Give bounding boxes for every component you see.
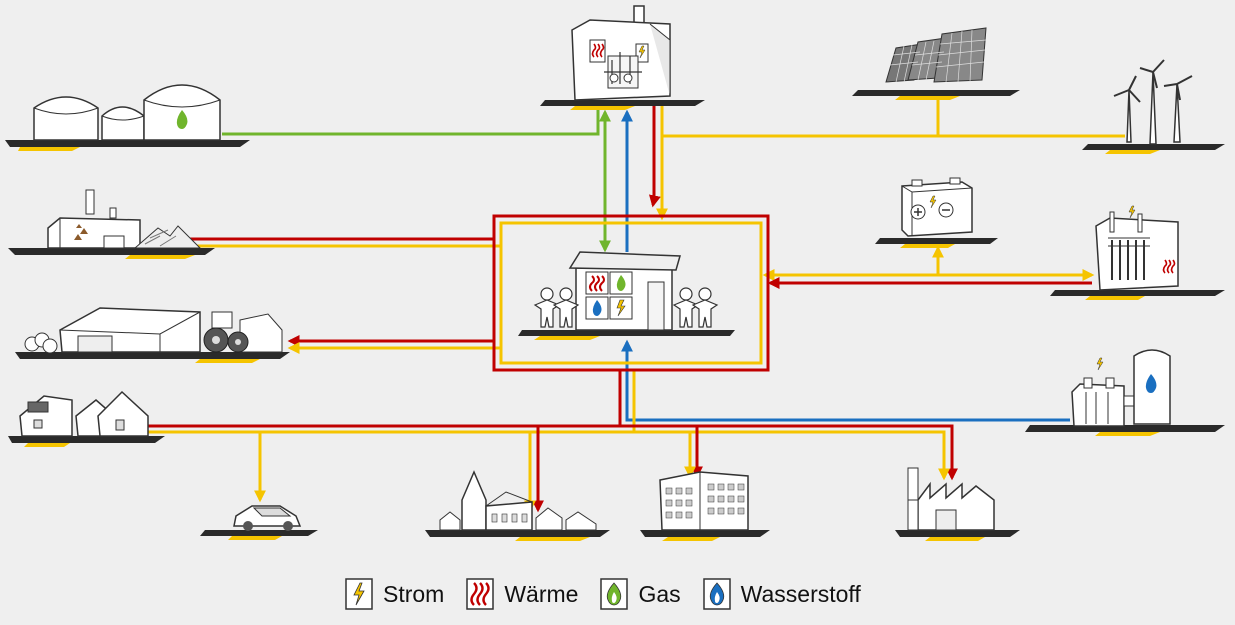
legend-item-wasserstoff: Wasserstoff bbox=[702, 578, 861, 610]
cogeneration-plant-icon bbox=[540, 5, 705, 110]
solar-panels-node bbox=[852, 27, 1020, 100]
biomass-plant-node bbox=[8, 189, 215, 259]
biomass-plant-icon bbox=[8, 189, 215, 259]
electrolyzer-tank-icon bbox=[1025, 349, 1225, 436]
heat-line-distribution bbox=[145, 370, 622, 428]
hub-frame-outer bbox=[492, 214, 770, 372]
electric-car-node bbox=[200, 505, 318, 540]
battery-storage-node bbox=[875, 177, 998, 248]
apartment-building-icon bbox=[640, 471, 770, 541]
power-line-distribution bbox=[145, 370, 636, 434]
houses-node bbox=[8, 390, 165, 447]
wind-turbines-node bbox=[1082, 59, 1225, 154]
legend-label-strom: Strom bbox=[383, 580, 445, 607]
biogas-tanks-icon bbox=[5, 84, 250, 151]
gas-line-biogas bbox=[222, 110, 600, 136]
solar-panel-icon bbox=[852, 27, 1020, 100]
connection-lines bbox=[145, 96, 1125, 513]
legend-label-gas: Gas bbox=[638, 580, 681, 607]
village-node bbox=[425, 470, 610, 541]
legend-label-wasserstoff: Wasserstoff bbox=[740, 580, 861, 607]
factory-icon bbox=[895, 467, 1020, 541]
power-line-solar-wind bbox=[662, 96, 1125, 138]
houses-icon bbox=[8, 390, 165, 447]
farm-tractor-icon bbox=[15, 307, 290, 363]
hydrogen-flame-icon bbox=[702, 578, 731, 610]
heat-waves-icon bbox=[466, 578, 495, 610]
energy-network-diagram bbox=[5, 5, 1225, 541]
wind-turbine-icon bbox=[1082, 59, 1225, 154]
factory-node bbox=[895, 467, 1020, 541]
energy-center-icon bbox=[518, 251, 735, 340]
legend-label-waerme: Wärme bbox=[504, 580, 579, 607]
power-line-east bbox=[634, 430, 950, 481]
electric-car-icon bbox=[200, 505, 318, 540]
power-to-heat-node bbox=[1050, 205, 1225, 300]
heat-line-east bbox=[620, 424, 958, 481]
power-to-heat-icon bbox=[1050, 205, 1225, 300]
lightning-icon bbox=[345, 578, 373, 610]
energy-hub-node bbox=[492, 214, 770, 372]
legend-item-waerme: Wärme bbox=[466, 578, 578, 610]
legend: Strom Wärme Gas Wasserstoff bbox=[345, 578, 883, 610]
chp-plant-node bbox=[540, 5, 705, 110]
heat-line-chp-hub bbox=[648, 104, 661, 208]
battery-icon bbox=[875, 177, 998, 248]
legend-item-strom: Strom bbox=[345, 578, 444, 610]
gas-flame-icon bbox=[600, 578, 629, 610]
biogas-plant-node bbox=[5, 84, 250, 151]
apartments-node bbox=[640, 471, 770, 541]
legend-item-gas: Gas bbox=[600, 578, 681, 610]
electrolyzer-node bbox=[1025, 349, 1225, 436]
hydrogen-line-electrolyzer bbox=[621, 339, 1070, 422]
village-church-icon bbox=[425, 470, 610, 541]
hub-frame-inner bbox=[499, 221, 763, 365]
farm-node bbox=[15, 307, 290, 363]
